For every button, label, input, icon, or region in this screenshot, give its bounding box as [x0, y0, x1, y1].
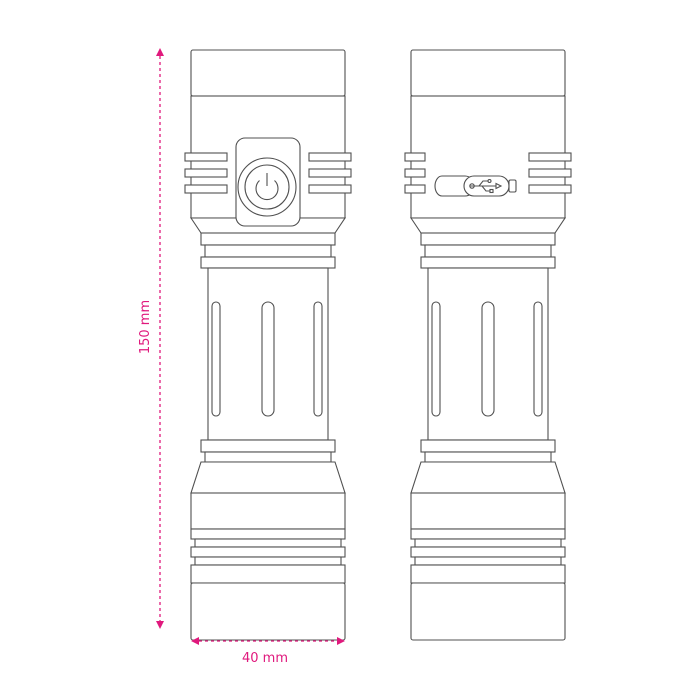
- width-label: 40 mm: [242, 651, 288, 666]
- usb-icon: [469, 178, 503, 194]
- front-right-fins: [308, 152, 352, 194]
- power-button: [235, 137, 301, 227]
- usb-port-cover: [434, 175, 517, 197]
- front-view: [184, 49, 352, 641]
- front-left-fins: [184, 152, 228, 194]
- side-right-fins: [528, 152, 572, 194]
- side-view: [404, 49, 572, 641]
- height-label: 150 mm: [138, 300, 153, 354]
- height-dimension: 150 mm: [138, 48, 164, 629]
- width-dimension: 40 mm: [191, 637, 345, 666]
- power-icon: [255, 173, 279, 201]
- side-left-fins: [404, 152, 426, 194]
